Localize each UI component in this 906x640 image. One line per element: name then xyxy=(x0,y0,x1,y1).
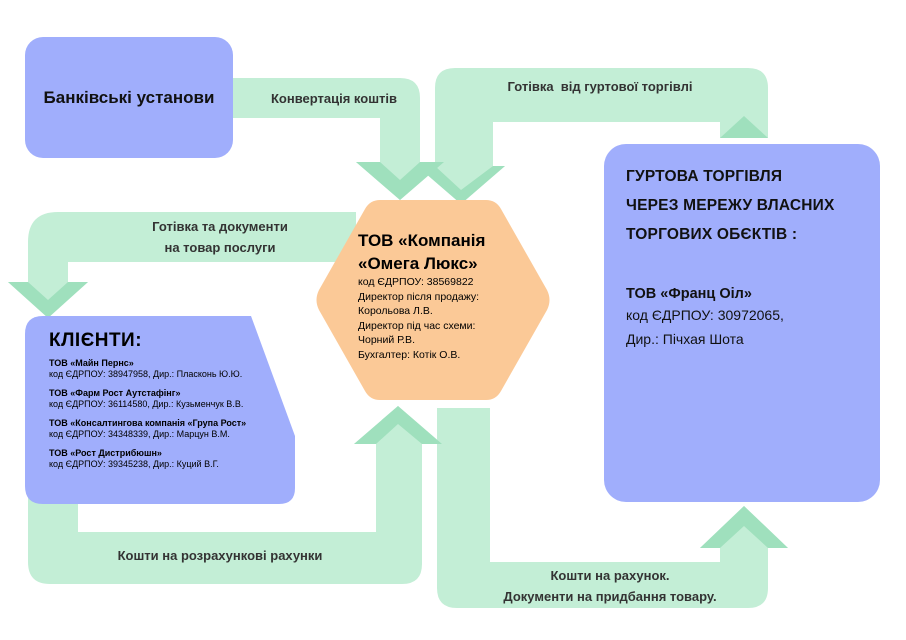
client-details: код ЄДРПОУ: 38947958, Дир.: Пласконь Ю.Ю… xyxy=(49,369,243,379)
clients-shape xyxy=(25,316,295,504)
wholesale-title-line3: ТОРГОВИХ ОБЄКТІВ : xyxy=(626,226,798,243)
to-account-label-line1: Кошти на рахунок. xyxy=(550,568,670,583)
cash-wholesale-flow xyxy=(417,68,768,204)
wholesale-box: ГУРТОВА ТОРГІВЛЯ ЧЕРЕЗ МЕРЕЖУ ВЛАСНИХ ТО… xyxy=(604,144,880,502)
hexagon-shape xyxy=(316,200,550,400)
client-accounts-label: Кошти на розрахункові рахунки xyxy=(117,548,323,563)
to-account-label-line2: Документи на придбання товару. xyxy=(503,589,717,604)
client-name: ТОВ «Консалтингова компанія «Група Рост» xyxy=(49,418,247,428)
client-name: ТОВ «Фарм Рост Аутстафінг» xyxy=(49,388,181,398)
cash-docs-label-line2: на товар послуги xyxy=(164,240,276,255)
clients-title: КЛІЄНТИ: xyxy=(49,330,143,351)
client-accounts-flow xyxy=(28,406,442,584)
conversion-label: Конвертація коштів xyxy=(270,91,398,106)
center-director-after: Корольова Л.В. xyxy=(358,305,433,317)
conversion-flow xyxy=(233,78,444,200)
center-accountant: Бухгалтер: Котік О.В. xyxy=(358,348,461,361)
wholesale-director: Дир.: Пічхая Шота xyxy=(626,331,744,347)
arrow-head-icon xyxy=(720,116,768,138)
client-item: ТОВ «Консалтингова компанія «Група Рост»… xyxy=(49,418,289,440)
wholesale-title-line1: ГУРТОВА ТОРГІВЛЯ xyxy=(626,168,783,185)
banks-box: Банківські установи xyxy=(25,37,233,158)
center-code: код ЄДРПОУ: 38569822 xyxy=(358,276,474,288)
cash-docs-label: Готівка та документи на товар послуги xyxy=(110,216,330,258)
arrow-head-icon xyxy=(356,162,444,200)
center-director-after-label: Директор після продажу: xyxy=(358,290,480,303)
to-account-label: Кошти на рахунок. Документи на придбання… xyxy=(470,565,750,607)
arrow-head-icon xyxy=(700,506,788,548)
clients-box: КЛІЄНТИ: ТОВ «Майн Пернс» код ЄДРПОУ: 38… xyxy=(25,316,295,504)
client-item: ТОВ «Фарм Рост Аутстафінг» код ЄДРПОУ: 3… xyxy=(49,388,289,410)
arrow-head-icon xyxy=(354,406,442,444)
center-director-during-label: Директор під час схеми: xyxy=(358,319,476,332)
arrow-head-icon xyxy=(417,166,505,204)
wholesale-company: ТОВ «Франц Оіл» xyxy=(626,286,752,302)
wholesale-code: код ЄДРПОУ: 30972065, xyxy=(626,307,784,323)
wholesale-title-line2: ЧЕРЕЗ МЕРЕЖУ ВЛАСНИХ xyxy=(626,197,835,214)
client-item: ТОВ «Рост Дистрибюшн» код ЄДРПОУ: 393452… xyxy=(49,448,289,470)
center-company: ТОВ «Компанія «Омега Люкс» код ЄДРПОУ: 3… xyxy=(310,196,554,404)
client-details: код ЄДРПОУ: 36114580, Дир.: Кузьменчук В… xyxy=(49,399,244,409)
client-details: код ЄДРПОУ: 39345238, Дир.: Куций В.Г. xyxy=(49,459,219,469)
cash-wholesale-label: Готівка від гуртової торгівлі xyxy=(507,79,693,94)
cash-docs-flow xyxy=(8,212,356,318)
center-name-line2: «Омега Люкс» xyxy=(358,254,478,273)
to-account-flow xyxy=(437,408,788,608)
center-director-during: Чорний Р.В. xyxy=(358,334,415,346)
client-item: ТОВ «Майн Пернс» код ЄДРПОУ: 38947958, Д… xyxy=(49,358,289,380)
arrow-head-icon xyxy=(8,282,88,318)
client-details: код ЄДРПОУ: 34348339, Дир.: Марцун В.М. xyxy=(49,429,230,439)
banks-label: Банківські установи xyxy=(43,87,215,107)
client-name: ТОВ «Майн Пернс» xyxy=(49,358,134,368)
cash-docs-label-line1: Готівка та документи xyxy=(152,219,288,234)
client-name: ТОВ «Рост Дистрибюшн» xyxy=(49,448,162,458)
center-name-line1: ТОВ «Компанія xyxy=(358,231,486,250)
